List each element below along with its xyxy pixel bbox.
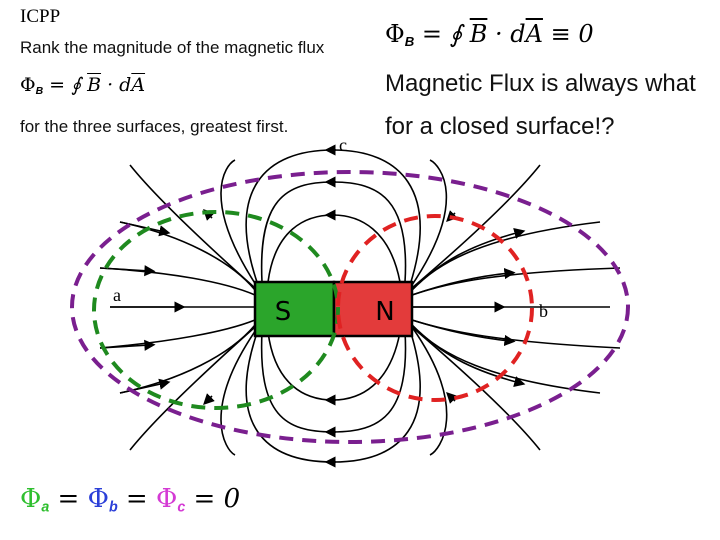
closed-surface-equation: ΦB = ∮ B · dA ≡ 0 [385, 20, 594, 49]
field-line [411, 267, 621, 296]
field-arrow [446, 392, 458, 404]
field-line [129, 164, 256, 289]
field-line [119, 221, 171, 237]
field-line [220, 326, 259, 456]
surface-c-outline [70, 170, 630, 444]
question-line-2: for the three surfaces, greatest first. [20, 117, 289, 136]
field-line [411, 326, 541, 451]
field-line [411, 324, 526, 388]
field-line [411, 319, 516, 347]
surface-a-outline [92, 210, 340, 410]
field-line [411, 326, 448, 456]
field-line [260, 181, 407, 283]
field-line [267, 214, 401, 283]
magnet-south-pole [253, 280, 336, 338]
flux-equality-equation: Φa = Φb = Φc = 0 [20, 484, 241, 516]
field-line [220, 159, 259, 289]
bar-magnet: S N [253, 280, 414, 338]
surface-b-outline [336, 214, 534, 402]
answer-line-2: for a closed surface!? [385, 113, 615, 140]
field-line [411, 164, 541, 289]
field-arrow [203, 393, 215, 405]
field-line [99, 319, 256, 349]
field-line [99, 339, 156, 351]
field-line [411, 267, 516, 296]
surface-c-label: c [339, 135, 347, 155]
surface-b-label: b [539, 301, 548, 321]
field-line [119, 378, 171, 394]
surface-a-label: a [113, 285, 121, 305]
answer-line-1: Magnetic Flux is always what [385, 70, 696, 97]
question-line-1: Rank the magnitude of the magnetic flux [20, 38, 325, 57]
field-line [99, 267, 256, 296]
field-line [411, 324, 601, 394]
field-line [119, 324, 256, 394]
corner-tag: ICPP [20, 6, 61, 27]
flux-definition-equation: ΦB = ∮ B · dA [20, 74, 146, 98]
field-line [411, 319, 621, 349]
south-label: S [275, 297, 292, 327]
magnet-north-pole [332, 280, 414, 338]
field-line [260, 331, 407, 433]
field-line [409, 159, 448, 289]
field-line [99, 265, 156, 277]
north-label: N [375, 297, 394, 327]
field-line [411, 227, 526, 291]
